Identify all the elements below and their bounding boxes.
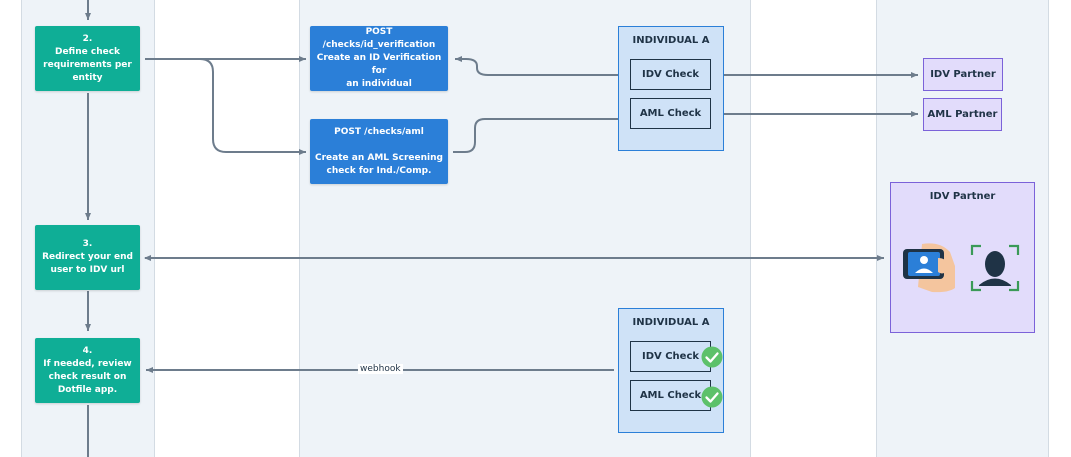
step-2-line-1: Define check: [54, 46, 121, 57]
connector-idv-check-api: [455, 56, 626, 76]
step-2-box: 2. Define check requirements per entity: [35, 26, 140, 91]
individual-top-idv-check: IDV Check: [630, 59, 711, 90]
idv-partner-label: IDV Partner: [930, 69, 996, 80]
step-4-number: 4.: [82, 345, 93, 356]
idv-partner-panel-title: IDV Partner: [929, 191, 996, 202]
individual-bottom-idv-check-label: IDV Check: [641, 351, 700, 362]
step-4-line-3: Dotfile app.: [57, 384, 118, 395]
step-4-box: 4. If needed, review check result on Dot…: [35, 338, 140, 403]
step-3-line-2: user to IDV url: [50, 265, 125, 275]
individual-bottom-idv-check: IDV Check: [630, 341, 711, 372]
step-2-number: 2.: [82, 33, 93, 44]
step-3-number: 3.: [82, 239, 93, 249]
individual-bottom-aml-check-label: AML Check: [639, 390, 702, 401]
individual-top-idv-check-label: IDV Check: [641, 69, 700, 80]
api-idv-desc-2: an individual: [346, 79, 412, 89]
step-2-line-2: requirements per: [43, 59, 132, 70]
api-idv-desc-1: Create an ID Verification for: [316, 53, 442, 76]
step-3-line-1: Redirect your end: [42, 252, 133, 262]
webhook-label: webhook: [358, 364, 403, 374]
idv-partner-box: IDV Partner: [923, 58, 1003, 91]
individual-bottom-aml-check: AML Check: [630, 380, 711, 411]
idv-partner-panel: IDV Partner: [890, 182, 1035, 333]
api-aml-desc-1: Create an AML Screening: [315, 152, 443, 163]
api-aml-box: POST /checks/aml Create an AML Screening…: [310, 119, 448, 184]
api-aml-desc-2: check for Ind./Comp.: [326, 165, 432, 176]
step-4-line-1: If needed, review: [43, 358, 132, 369]
connector-aml-api-check: [453, 116, 627, 153]
api-aml-endpoint: POST /checks/aml: [334, 126, 424, 137]
individual-bottom-title: INDIVIDUAL A: [632, 317, 710, 328]
aml-partner-label: AML Partner: [927, 109, 998, 120]
individual-top-aml-check-label: AML Check: [639, 108, 702, 119]
api-idv-endpoint: POST /checks/id_verification: [322, 27, 436, 50]
api-idv-verification-box: POST /checks/id_verification Create an I…: [310, 26, 448, 91]
step-2-line-3: entity: [72, 72, 103, 83]
individual-top-aml-check: AML Check: [630, 98, 711, 129]
aml-partner-box: AML Partner: [923, 98, 1002, 131]
step-3-box: 3. Redirect your end user to IDV url: [35, 225, 140, 290]
connector-step2-aml-api: [199, 58, 306, 155]
step-4-line-2: check result on: [48, 371, 127, 382]
individual-top-title: INDIVIDUAL A: [632, 35, 710, 46]
